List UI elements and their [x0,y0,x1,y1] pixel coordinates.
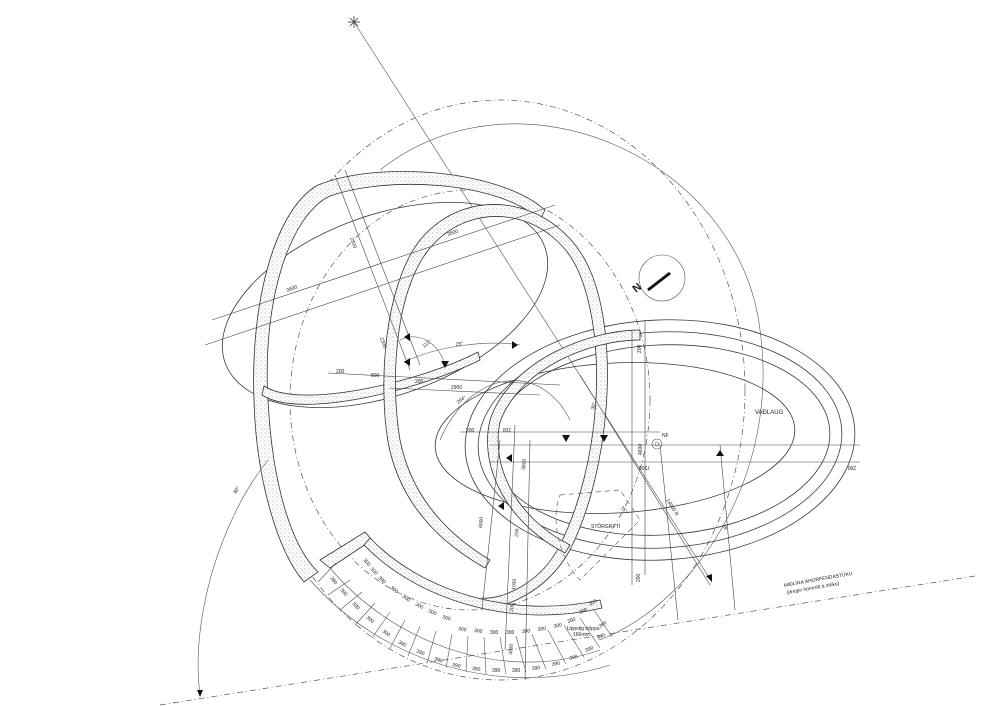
floor-level-label: NF [662,433,669,439]
upper-left-ellipse [221,201,549,409]
stair-rise-label-line2: 166mm [573,632,590,638]
angle-arc-25 [403,342,521,363]
svg-text:300: 300 [588,598,598,607]
svg-text:300: 300 [567,617,577,625]
svg-text:390: 390 [397,640,407,649]
svg-text:300: 300 [377,575,387,585]
outer-shell-wall [253,170,546,583]
solar-axis-line [353,21,713,583]
svg-text:300: 300 [401,594,411,604]
svg-text:390: 390 [551,661,560,668]
svg-text:390: 390 [472,666,481,673]
svg-text:390: 390 [512,668,521,674]
svg-text:300: 300 [490,630,499,636]
dimension-texts: 3600 3600 2300 2300 200 800 200 2900 200… [286,228,856,655]
svg-text:8°: 8° [723,524,731,531]
outer-arc-guide [379,123,764,641]
angle-arc-264 [439,380,571,441]
svg-text:6000: 6000 [478,516,485,528]
svg-text:300: 300 [578,607,588,616]
svg-text:300: 300 [361,557,371,567]
svg-text:264°: 264° [456,395,468,406]
svg-text:300: 300 [369,566,379,576]
svg-text:2300: 2300 [378,337,388,350]
stair-outer-tread-labels: 390 390 390 390 390 390 390 390 390 390 … [328,576,608,674]
floor-level-marker-icon [651,438,663,450]
svg-text:300: 300 [414,602,424,611]
svg-text:390: 390 [415,648,425,657]
svg-text:300: 300 [537,626,546,633]
svg-text:200: 200 [847,464,856,470]
svg-text:30°: 30° [590,402,598,411]
stair-treads [309,562,613,678]
svg-text:390: 390 [338,587,348,597]
svg-text:200: 200 [336,369,345,375]
svg-text:390: 390 [452,662,462,670]
svg-text:75°: 75° [619,505,629,515]
svg-text:200: 200 [509,603,516,612]
svg-text:80°: 80° [233,485,242,495]
angle-texts: 111° 25° 264° 30° 75° 80° 8° [233,339,731,531]
svg-text:25°: 25° [455,341,463,348]
svg-text:200: 200 [466,428,475,434]
svg-text:200: 200 [636,573,642,582]
svg-text:390: 390 [492,668,501,674]
svg-text:3600: 3600 [447,228,460,238]
svg-text:390: 390 [569,654,579,662]
svg-text:390: 390 [598,620,608,630]
svg-text:200: 200 [514,528,521,537]
dimension-arrows [197,333,724,697]
svg-text:3600: 3600 [521,458,528,470]
stair-rise-label-line1: Uppstig tröppu [567,626,600,632]
svg-text:300: 300 [506,630,515,636]
upper-ellipse-wall [261,351,481,405]
inner-oval-wall [383,204,608,609]
svg-text:390: 390 [585,645,595,654]
pool-label: VAÐLAUG [755,410,784,416]
hot-rock-label: STÖRGRÝTI [591,523,620,530]
angle-arc-80 [197,459,269,696]
svg-text:300: 300 [474,628,483,635]
north-arrow-icon [638,254,686,302]
svg-text:3600: 3600 [286,284,299,294]
svg-text:300: 300 [553,622,563,630]
svg-text:300: 300 [458,626,467,633]
svg-text:7200: 7200 [639,464,650,470]
pool-wall-ring [487,329,641,554]
spectator-axis-line [159,575,976,706]
svg-text:390: 390 [433,656,443,664]
svg-text:390: 390 [365,615,375,625]
svg-text:300: 300 [389,585,399,595]
pool-ellipses [434,319,856,561]
dimension-lines [204,169,860,681]
svg-text:300: 300 [441,614,451,622]
svg-text:800: 800 [371,373,380,379]
svg-text:390: 390 [532,665,541,672]
svg-text:831: 831 [503,428,512,434]
svg-text:390: 390 [381,629,391,639]
svg-text:200: 200 [415,379,424,385]
svg-text:300: 300 [427,608,437,617]
svg-text:2300: 2300 [348,237,358,250]
svg-text:3000: 3000 [508,643,515,655]
svg-text:390: 390 [328,576,338,586]
svg-text:200: 200 [637,344,643,353]
svg-text:390: 390 [596,632,606,641]
svg-text:390: 390 [351,601,361,611]
svg-text:4600: 4600 [638,444,644,455]
north-label: N [630,281,644,295]
hot-rock-area-outline [555,489,641,581]
svg-text:2900: 2900 [451,385,462,391]
svg-text:111°: 111° [421,339,432,350]
svg-text:1000: 1000 [511,578,518,590]
